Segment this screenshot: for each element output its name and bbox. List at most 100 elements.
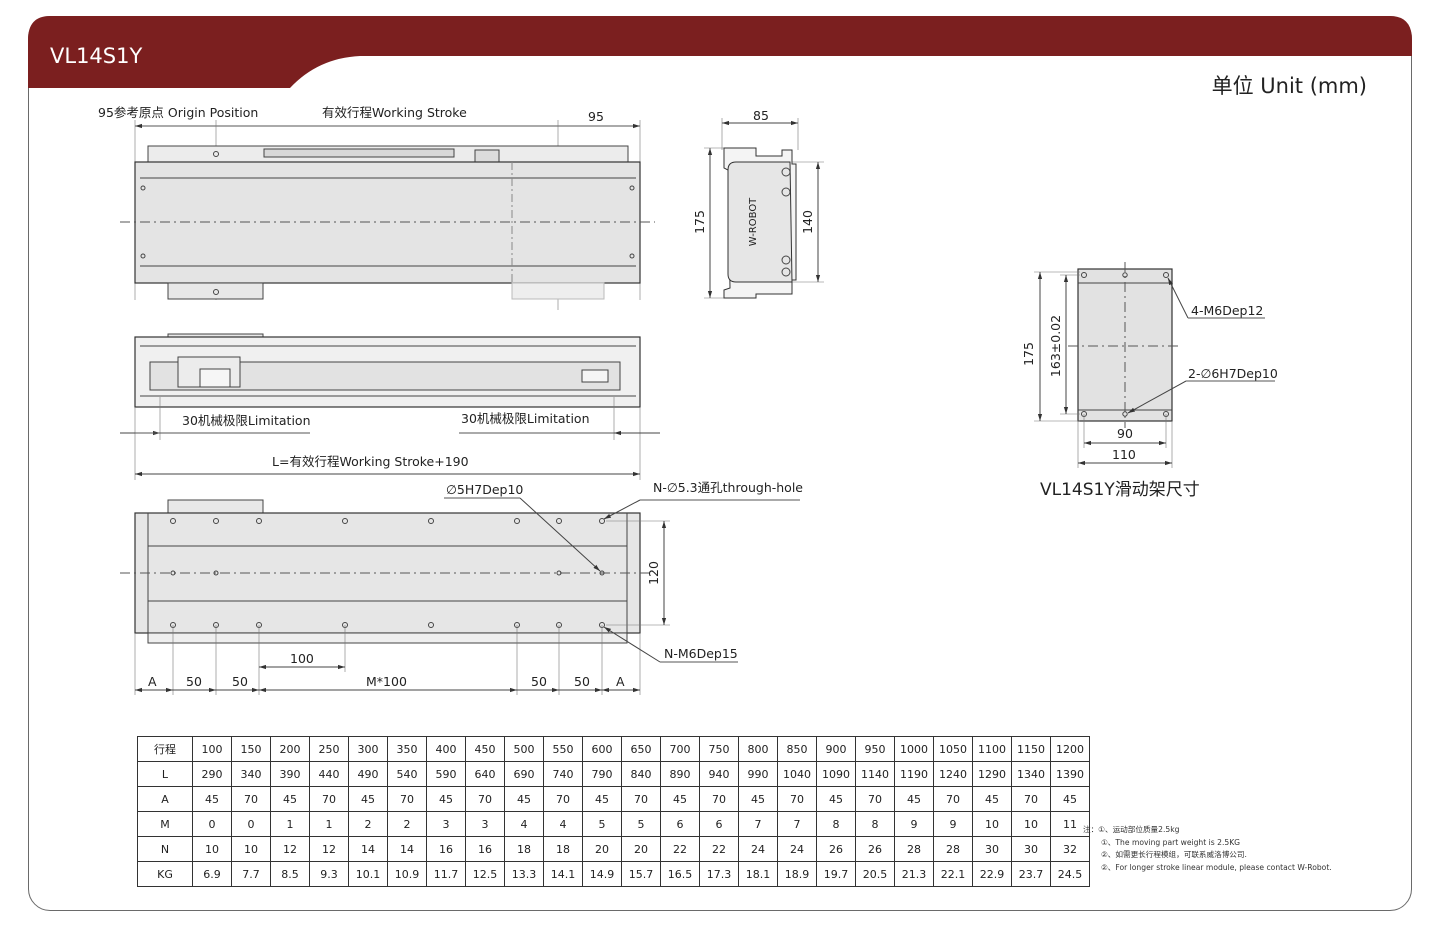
table-cell: 45 [348, 786, 388, 812]
table-cell: 6 [660, 811, 700, 837]
table-cell: 10.9 [387, 861, 427, 887]
table-cell: 14.1 [543, 861, 583, 887]
table-cell: 14.9 [582, 861, 622, 887]
table-cell: 10 [231, 836, 271, 862]
carriage-tap-label: 4-M6Dep12 [1191, 303, 1263, 318]
dim-50-1: 50 [186, 674, 202, 689]
carriage-dim-175: 175 [1021, 342, 1036, 366]
table-cell: 45 [894, 786, 934, 812]
carriage-caption: VL14S1Y滑动架尺寸 [1040, 480, 1200, 500]
table-cell: 1050 [933, 736, 973, 762]
table-cell: 24.5 [1050, 861, 1090, 887]
table-cell: 70 [309, 786, 349, 812]
end-dim-140: 140 [800, 210, 815, 234]
pin-hole-label: ∅5H7Dep10 [446, 482, 523, 497]
table-cell: 12 [270, 836, 310, 862]
table-cell: 0 [231, 811, 271, 837]
table-cell: 450 [465, 736, 505, 762]
origin-label: 95参考原点 Origin Position [98, 105, 258, 120]
carriage-dim-110: 110 [1112, 447, 1136, 462]
dim-a-left: A [148, 674, 157, 689]
table-cell: 7.7 [231, 861, 271, 887]
table-cell: 1100 [972, 736, 1012, 762]
table-cell: 18.1 [738, 861, 778, 887]
row-header: KG [137, 861, 193, 887]
table-cell: 20 [582, 836, 622, 862]
dim-100: 100 [290, 651, 314, 666]
table-cell: 70 [855, 786, 895, 812]
table-cell: 390 [270, 761, 310, 787]
table-cell: 650 [621, 736, 661, 762]
table-cell: 8 [816, 811, 856, 837]
table-cell: 10.1 [348, 861, 388, 887]
tap-label: N-M6Dep15 [664, 646, 738, 661]
bottom-view [120, 497, 800, 695]
table-cell: 1 [309, 811, 349, 837]
row-header: A [137, 786, 193, 812]
table-cell: 45 [738, 786, 778, 812]
stroke-label: 有效行程Working Stroke [322, 105, 467, 120]
table-cell: 22.1 [933, 861, 973, 887]
carriage-view [1034, 262, 1275, 468]
table-cell: 6.9 [192, 861, 232, 887]
table-cell: 70 [543, 786, 583, 812]
table-cell: 4 [543, 811, 583, 837]
table-cell: 26 [855, 836, 895, 862]
note-4: ②、For longer stroke linear module, pleas… [1101, 862, 1332, 872]
table-cell: 16.5 [660, 861, 700, 887]
table-cell: 4 [504, 811, 544, 837]
table-cell: 16 [426, 836, 466, 862]
table-cell: 9 [933, 811, 973, 837]
table-cell: 70 [231, 786, 271, 812]
row-header: 行程 [137, 736, 193, 762]
table-cell: 1290 [972, 761, 1012, 787]
table-cell: 1 [270, 811, 310, 837]
table-cell: 850 [777, 736, 817, 762]
table-cell: 400 [426, 736, 466, 762]
table-cell: 500 [504, 736, 544, 762]
page-title: VL14S1Y [50, 44, 143, 68]
table-cell: 940 [699, 761, 739, 787]
row-header: M [137, 811, 193, 837]
table-cell: 20 [621, 836, 661, 862]
note-2: ①、The moving part weight is 2.5KG [1101, 837, 1241, 847]
table-cell: 20.5 [855, 861, 895, 887]
table-cell: 690 [504, 761, 544, 787]
table-cell: 8 [855, 811, 895, 837]
table-cell: 9.3 [309, 861, 349, 887]
table-cell: 45 [192, 786, 232, 812]
table-cell: 3 [426, 811, 466, 837]
table-cell: 24 [777, 836, 817, 862]
table-cell: 1140 [855, 761, 895, 787]
table-cell: 340 [231, 761, 271, 787]
table-cell: 3 [465, 811, 505, 837]
table-cell: 350 [387, 736, 427, 762]
table-cell: 7 [777, 811, 817, 837]
dim-a-right: A [616, 674, 625, 689]
table-cell: 45 [504, 786, 544, 812]
row-header: N [137, 836, 193, 862]
through-hole-label: N-∅5.3通孔through-hole [653, 480, 803, 495]
table-cell: 70 [699, 786, 739, 812]
notes: 注：①、运动部位质量2.5kg ①、The moving part weight… [1083, 824, 1332, 874]
table-cell: 1150 [1011, 736, 1051, 762]
end-view-logo: W-ROBOT [748, 197, 759, 246]
dim-50-3: 50 [531, 674, 547, 689]
header-banner [28, 16, 1412, 88]
table-cell: 45 [1050, 786, 1090, 812]
table-cell: 19.7 [816, 861, 856, 887]
table-cell: 1390 [1050, 761, 1090, 787]
table-cell: 6 [699, 811, 739, 837]
table-cell: 18 [543, 836, 583, 862]
table-cell: 45 [270, 786, 310, 812]
table-cell: 7 [738, 811, 778, 837]
table-cell: 1240 [933, 761, 973, 787]
table-cell: 22.9 [972, 861, 1012, 887]
table-cell: 28 [933, 836, 973, 862]
table-cell: 13.3 [504, 861, 544, 887]
table-cell: 1340 [1011, 761, 1051, 787]
table-cell: 12 [309, 836, 349, 862]
